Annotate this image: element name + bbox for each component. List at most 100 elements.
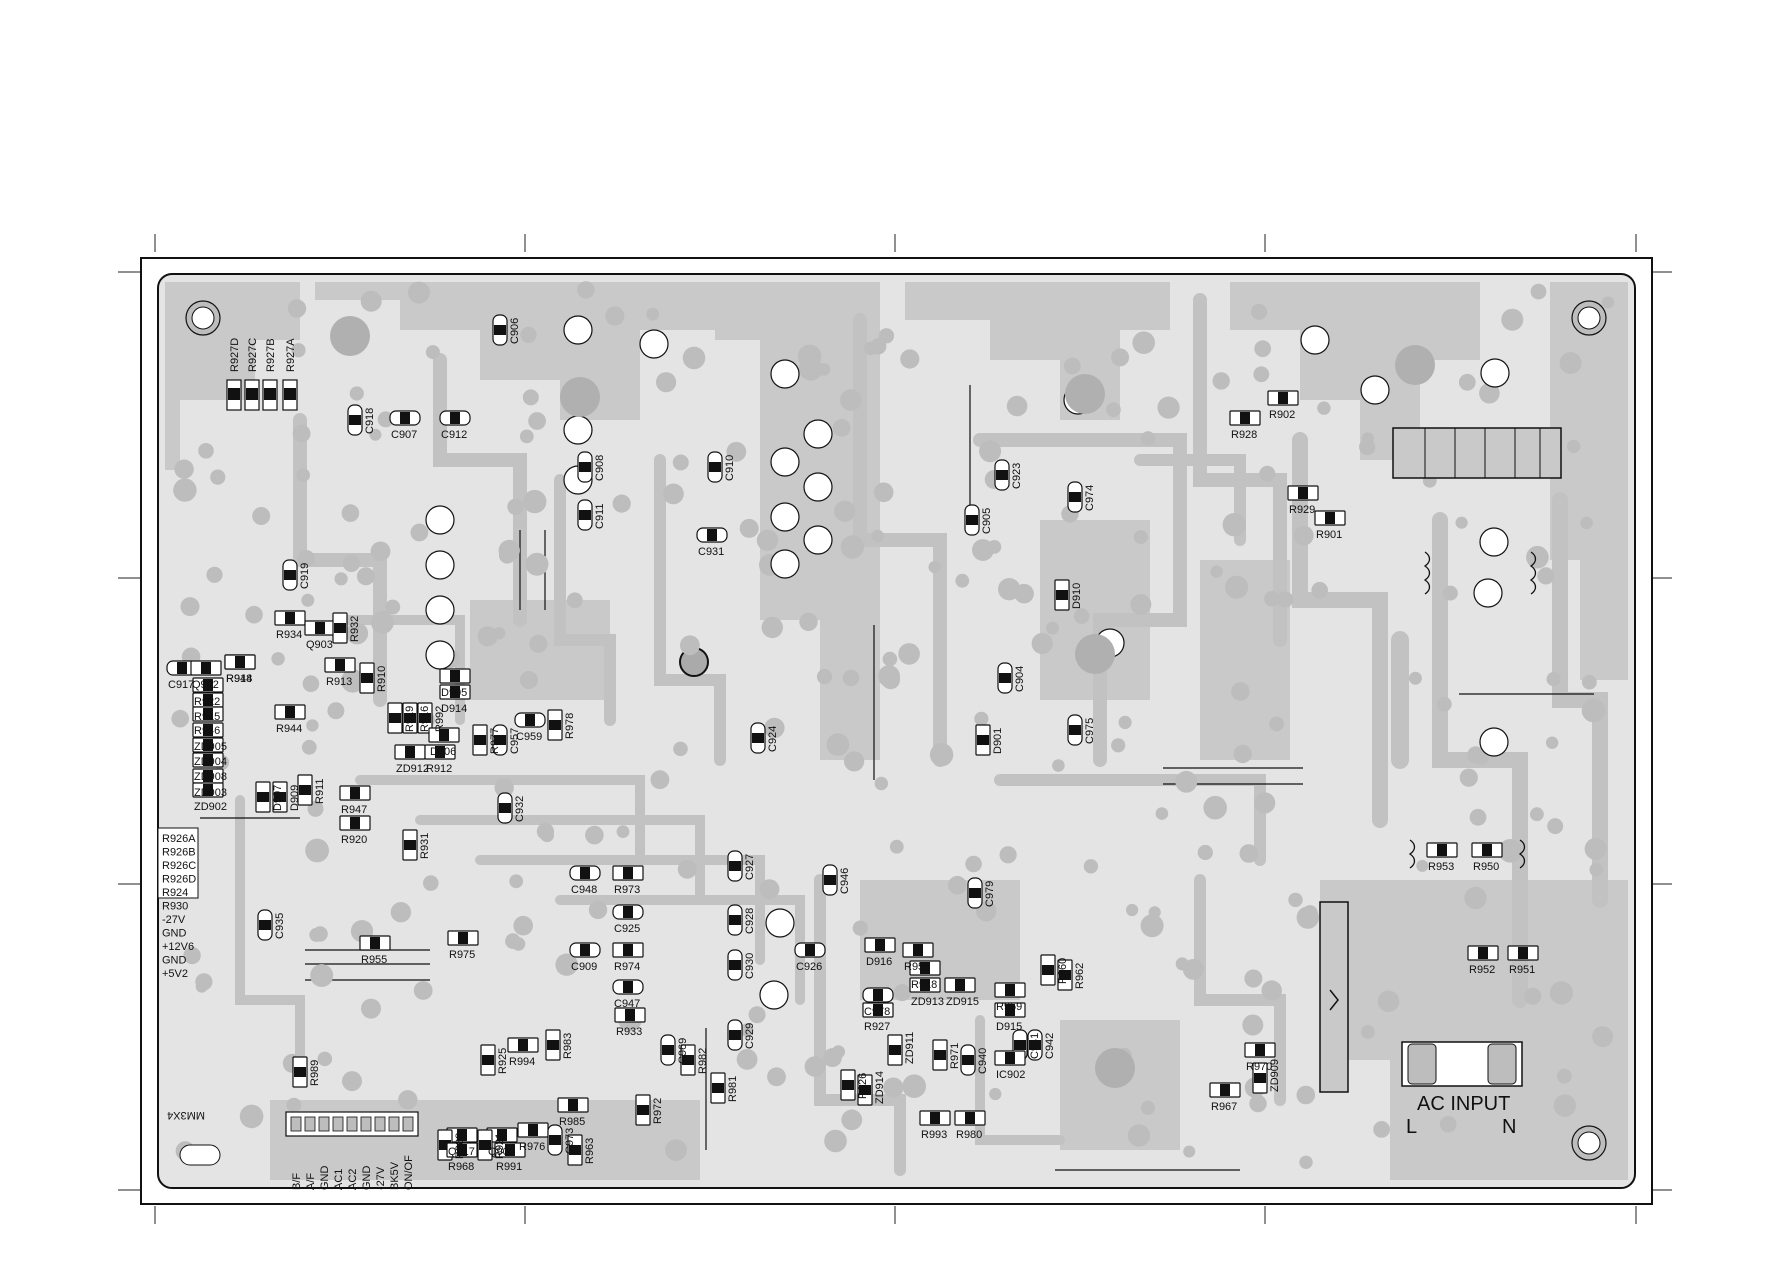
left-label: R926A	[162, 833, 196, 845]
label-r977: R977	[489, 728, 501, 754]
left-label: R930	[162, 901, 188, 913]
pad	[398, 1090, 418, 1110]
pad	[1547, 818, 1564, 835]
pad	[831, 1045, 846, 1059]
label-r982: R982	[697, 1048, 709, 1074]
component-r972	[635, 1094, 651, 1126]
large-pad	[1300, 325, 1330, 355]
pad	[245, 605, 263, 624]
component-r927b	[262, 379, 278, 411]
large-pad	[770, 549, 800, 579]
header-pin	[388, 1116, 400, 1132]
large-pad	[1480, 358, 1510, 388]
component-r929	[1287, 485, 1319, 501]
label-r975: R975	[449, 949, 475, 961]
label-r967: R967	[1211, 1101, 1237, 1113]
pad	[804, 1056, 826, 1077]
component-r985	[557, 1097, 589, 1113]
label-c910: C910	[724, 455, 736, 481]
label-r947: R947	[341, 804, 367, 816]
pad	[341, 504, 360, 522]
component-zd903	[192, 768, 224, 784]
component-r977	[472, 724, 488, 756]
pad	[1031, 632, 1053, 655]
pad	[494, 778, 514, 798]
large-pad	[1360, 375, 1390, 405]
pad	[1249, 1094, 1267, 1113]
pad	[1183, 1145, 1196, 1158]
pad	[520, 326, 537, 343]
pad	[1459, 768, 1478, 787]
pad	[1361, 1025, 1375, 1039]
pad	[1317, 401, 1331, 415]
label-d901: D901	[992, 728, 1004, 754]
pad	[1239, 844, 1259, 863]
label-r921: R921	[494, 1133, 506, 1159]
pad	[1264, 591, 1280, 607]
pad	[1582, 674, 1597, 690]
component-q906	[486, 1127, 518, 1143]
label-c930: C930	[744, 953, 756, 979]
board-code: MM3X4	[167, 1109, 221, 1166]
pad	[312, 926, 328, 942]
component-c932	[497, 792, 513, 824]
label-zd902: ZD902	[194, 801, 227, 813]
label-zd915: ZD915	[946, 996, 979, 1008]
label-r934: R934	[276, 629, 302, 641]
pad	[1140, 914, 1164, 938]
pad	[410, 523, 429, 542]
pad	[296, 468, 311, 483]
pad	[1557, 1068, 1572, 1084]
header-pin	[360, 1116, 372, 1132]
component-d906	[428, 727, 460, 743]
jumper-wires	[200, 385, 1594, 1171]
component-r989	[292, 1056, 308, 1088]
component-c935	[257, 909, 273, 941]
pad	[1225, 575, 1249, 599]
label-c928: C928	[744, 908, 756, 934]
pad	[1155, 807, 1169, 820]
pad	[1580, 516, 1593, 530]
label-r985: R985	[559, 1116, 585, 1128]
label-zd909: ZD909	[1269, 1059, 1281, 1092]
large-pad	[765, 908, 795, 938]
pad	[291, 343, 306, 358]
pad	[305, 838, 329, 863]
label-c907: C907	[391, 429, 417, 441]
pad	[522, 389, 539, 406]
component-r901	[1314, 510, 1346, 526]
pad	[195, 980, 208, 993]
component-r992	[417, 702, 433, 734]
label-r946: R946	[194, 725, 220, 737]
label-r958: R958	[904, 961, 930, 973]
mounting-hole	[185, 300, 221, 336]
pad	[902, 1074, 926, 1098]
label-r931: R931	[419, 833, 431, 859]
label-q903: Q903	[306, 639, 333, 651]
pad	[346, 622, 369, 645]
pad	[342, 554, 360, 573]
pad	[832, 418, 851, 437]
label-r970: R970	[1246, 1061, 1272, 1073]
component-d910	[1054, 579, 1070, 611]
component-zd902	[192, 782, 224, 798]
pad	[1589, 862, 1604, 877]
label-r955: R955	[361, 954, 387, 966]
pad	[1210, 565, 1223, 578]
component-c928	[727, 904, 743, 936]
pad	[1277, 591, 1294, 608]
large-pad	[560, 377, 600, 417]
pad	[292, 424, 311, 443]
component-q903	[304, 620, 336, 636]
pad	[1083, 859, 1099, 874]
component-r920	[339, 815, 371, 831]
pad	[1311, 581, 1328, 599]
pad	[826, 733, 850, 756]
pad	[883, 1077, 904, 1098]
label-r994: R994	[509, 1056, 535, 1068]
pad	[1253, 366, 1270, 383]
large-pad	[563, 415, 593, 445]
pad	[799, 612, 818, 632]
component-c908	[577, 451, 593, 483]
pad	[523, 489, 547, 514]
